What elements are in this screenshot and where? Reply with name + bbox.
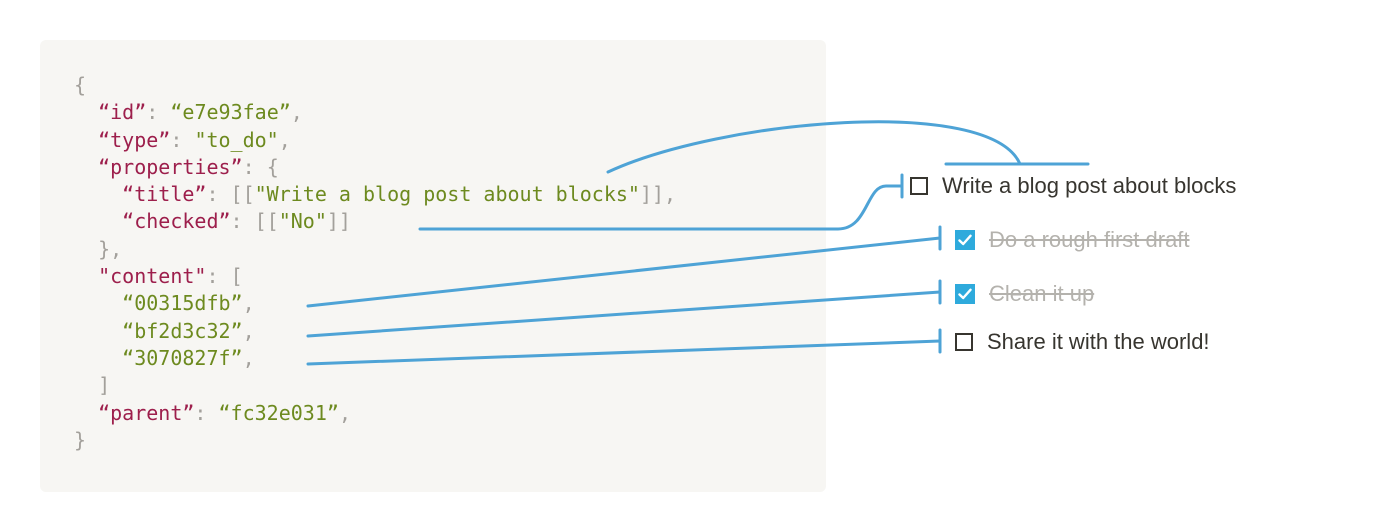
- title-value: "Write a blog post about blocks": [254, 182, 640, 207]
- code-line-parent: “parent”: “fc32e031”,: [98, 400, 351, 425]
- content-close: ]: [98, 373, 111, 398]
- parent-key: “parent”: [98, 400, 195, 425]
- json-code: { “id”: “e7e93fae”, “type”: "to_do", “pr…: [74, 72, 676, 454]
- type-key: “type”: [98, 127, 171, 152]
- content-open: [: [230, 264, 243, 289]
- code-line-content-item: “3070827f”,: [122, 345, 255, 370]
- properties-open: {: [266, 154, 279, 179]
- properties-close: },: [98, 236, 123, 261]
- checked-checkbox-icon[interactable]: [955, 284, 975, 304]
- id-key: “id”: [98, 100, 147, 125]
- todo-parent-label: Write a blog post about blocks: [942, 173, 1237, 198]
- code-line-open: {: [74, 72, 676, 99]
- code-line-content-item: “00315dfb”,: [122, 291, 255, 316]
- code-line-title: “title”: [["Write a blog post about bloc…: [122, 182, 677, 207]
- todo-child[interactable]: Clean it up: [955, 281, 1094, 307]
- todo-child-label: Share it with the world!: [987, 329, 1210, 354]
- checkmark-icon: [958, 234, 972, 246]
- open-brace: {: [74, 73, 87, 97]
- todo-child-label: Clean it up: [989, 281, 1095, 306]
- unchecked-checkbox-icon[interactable]: [910, 177, 928, 195]
- checked-checkbox-icon[interactable]: [955, 230, 975, 250]
- checkmark-icon: [958, 288, 972, 300]
- content-item-value: “00315dfb”: [122, 291, 243, 316]
- code-line-properties-close: },: [74, 236, 676, 263]
- content-key: "content": [98, 264, 207, 289]
- code-line-type: “type”: "to_do",: [98, 127, 291, 152]
- content-item-value: “bf2d3c32”: [122, 318, 243, 343]
- code-line-checked: “checked”: [["No"]]: [122, 209, 351, 234]
- content-item-value: “3070827f”: [122, 345, 243, 370]
- type-value: "to_do": [194, 127, 279, 152]
- todo-child[interactable]: Share it with the world!: [955, 329, 1210, 355]
- checked-key: “checked”: [122, 209, 231, 234]
- todo-child-label: Do a rough first draft: [989, 227, 1190, 252]
- parent-value: “fc32e031”: [218, 400, 339, 425]
- todo-child[interactable]: Do a rough first draft: [955, 227, 1190, 253]
- code-line-id: “id”: “e7e93fae”,: [98, 100, 303, 125]
- todo-parent[interactable]: Write a blog post about blocks: [910, 173, 1236, 199]
- code-line-close: }: [74, 427, 676, 454]
- code-line-content: "content": [: [98, 264, 243, 289]
- code-line-content-close: ]: [74, 372, 676, 399]
- code-line-properties: “properties”: {: [98, 154, 279, 179]
- code-line-content-item: “bf2d3c32”,: [122, 318, 255, 343]
- id-value: “e7e93fae”: [170, 100, 291, 125]
- unchecked-checkbox-icon[interactable]: [955, 333, 973, 351]
- checked-value: "No": [278, 209, 327, 234]
- properties-key: “properties”: [98, 154, 243, 179]
- title-key: “title”: [122, 182, 207, 207]
- close-brace: }: [74, 427, 87, 452]
